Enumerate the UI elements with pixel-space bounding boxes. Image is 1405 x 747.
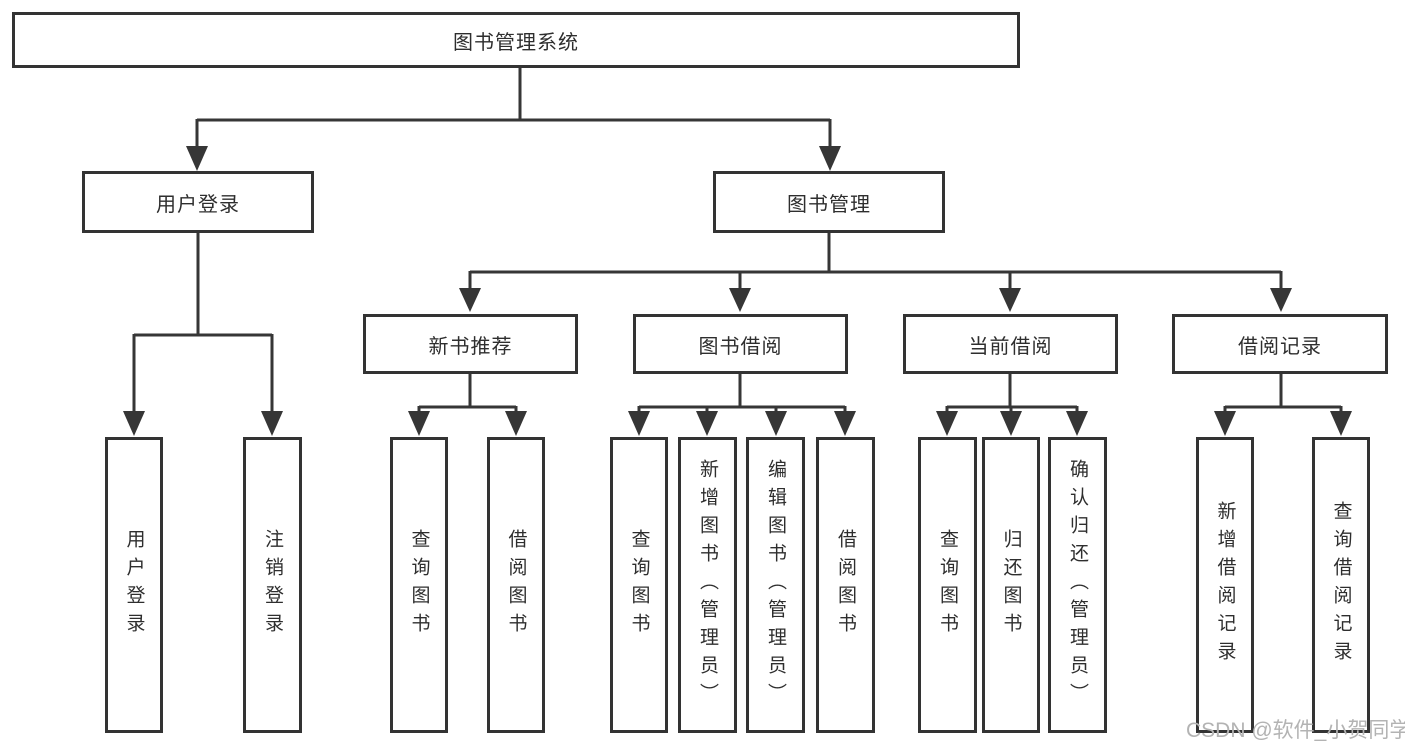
leaf-borrow-books-borrow-label: 借阅图书: [835, 529, 856, 641]
leaf-add-borrow-record-label: 新增借阅记录: [1214, 501, 1236, 669]
leaf-edit-book-admin: 编辑图书（管理员）: [746, 437, 805, 733]
leaf-query-borrow-record-label: 查询借阅记录: [1330, 501, 1352, 669]
node-root: 图书管理系统: [12, 12, 1020, 68]
leaf-user-login: 用户登录: [105, 437, 163, 733]
leaf-query-books-recommend-label: 查询图书: [408, 529, 430, 641]
leaf-query-borrow-record: 查询借阅记录: [1312, 437, 1370, 733]
leaf-query-books-recommend: 查询图书: [390, 437, 448, 733]
leaf-confirm-return-admin-label: 确认归还（管理员）: [1067, 459, 1088, 711]
leaf-confirm-return-admin: 确认归还（管理员）: [1048, 437, 1107, 733]
leaf-query-books-borrow: 查询图书: [610, 437, 668, 733]
leaf-logout: 注销登录: [243, 437, 302, 733]
leaf-borrow-books-recommend-label: 借阅图书: [505, 529, 527, 641]
leaf-query-books-current-label: 查询图书: [937, 529, 958, 641]
node-root-label: 图书管理系统: [453, 31, 579, 54]
arrowheads-book-management: [459, 288, 1292, 312]
leaf-query-books-borrow-label: 查询图书: [628, 529, 650, 641]
leaf-user-login-label: 用户登录: [123, 529, 145, 641]
edges-book-management: [468, 233, 1283, 290]
node-user-login-label: 用户登录: [156, 193, 240, 216]
node-book-borrow-label: 图书借阅: [698, 335, 783, 358]
leaf-return-book-label: 归还图书: [1000, 529, 1022, 641]
leaf-add-book-admin-label: 新增图书（管理员）: [697, 459, 718, 711]
leaf-borrow-books-borrow: 借阅图书: [816, 437, 875, 733]
node-borrow-records: 借阅记录: [1172, 314, 1388, 374]
leaf-edit-book-admin-label: 编辑图书（管理员）: [765, 459, 786, 711]
edges-book-borrow: [637, 373, 847, 413]
node-borrow-records-label: 借阅记录: [1238, 335, 1322, 358]
leaf-logout-label: 注销登录: [262, 529, 283, 641]
leaf-query-books-current: 查询图书: [918, 437, 977, 733]
edges-current-borrow: [945, 373, 1079, 413]
node-book-borrow: 图书借阅: [633, 314, 848, 374]
arrowheads-root: [186, 146, 841, 171]
node-book-management-label: 图书管理: [787, 193, 871, 216]
node-current-borrow: 当前借阅: [903, 314, 1118, 374]
node-new-book-recommend-label: 新书推荐: [428, 335, 513, 358]
edges-root: [195, 68, 832, 148]
node-user-login: 用户登录: [82, 171, 314, 233]
node-current-borrow-label: 当前借阅: [968, 335, 1053, 358]
edges-borrow-records: [1223, 373, 1343, 413]
edges-new-book-recommend: [417, 373, 518, 413]
arrowheads-user-login: [123, 411, 283, 436]
csdn-watermark: CSDN @软件_小贺同学: [1186, 719, 1405, 742]
arrowheads-leaves: [408, 411, 1352, 436]
leaf-add-borrow-record: 新增借阅记录: [1196, 437, 1254, 733]
node-book-management: 图书管理: [713, 171, 945, 233]
edges-user-login: [132, 233, 274, 413]
leaf-return-book: 归还图书: [982, 437, 1040, 733]
node-new-book-recommend: 新书推荐: [363, 314, 578, 374]
leaf-borrow-books-recommend: 借阅图书: [487, 437, 545, 733]
leaf-add-book-admin: 新增图书（管理员）: [678, 437, 737, 733]
